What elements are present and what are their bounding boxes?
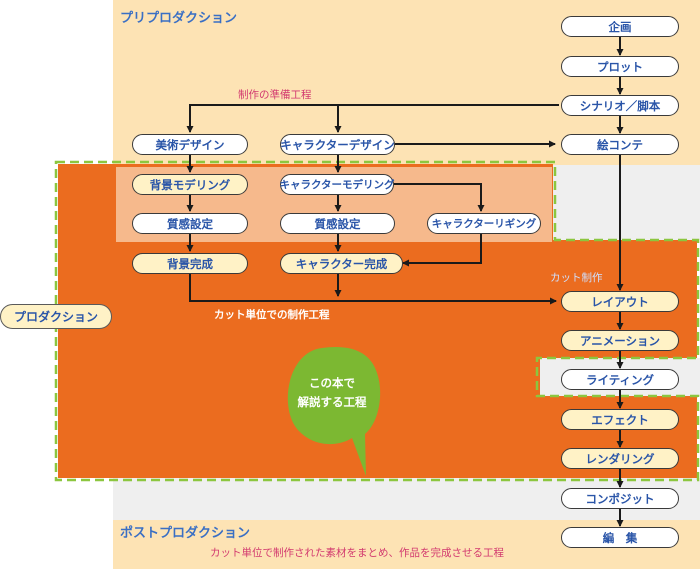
- note-prep: 制作の準備工程: [238, 89, 312, 101]
- node-scenario[interactable]: シナリオ／脚本: [561, 95, 679, 116]
- node-edit[interactable]: 編 集: [561, 527, 679, 548]
- node-animation[interactable]: アニメーション: [561, 330, 679, 351]
- node-kikaku[interactable]: 企画: [561, 16, 679, 37]
- phase-production-label: プロダクション: [0, 304, 112, 329]
- note-cut-work: カット制作: [550, 272, 603, 284]
- node-effect[interactable]: エフェクト: [561, 409, 679, 430]
- node-bg-done[interactable]: 背景完成: [132, 253, 248, 274]
- node-plot[interactable]: プロット: [561, 56, 679, 77]
- phase-postproduction-label: ポストプロダクション: [120, 526, 251, 541]
- note-cut-unit: カット単位での制作工程: [214, 309, 330, 321]
- node-material-bg[interactable]: 質感設定: [132, 213, 248, 234]
- node-rendering[interactable]: レンダリング: [561, 448, 679, 469]
- node-material-chara[interactable]: 質感設定: [280, 213, 395, 234]
- arrow-rigging-charadone: [402, 234, 482, 267]
- node-chara-modeling[interactable]: キャラクターモデリング: [279, 174, 395, 195]
- arrow-bgdone-layout: [189, 274, 557, 305]
- production-dashed-border: [54, 160, 700, 482]
- note-post-desc: カット単位で制作された素材をまとめ、作品を完成させる工程: [210, 547, 504, 559]
- phase-preproduction-label: プリプロダクション: [120, 11, 238, 26]
- callout-line-1: この本で: [309, 376, 355, 390]
- gray-band-top: [553, 165, 700, 240]
- node-bg-modeling[interactable]: 背景モデリング: [132, 174, 248, 195]
- callout-bubble: [287, 346, 381, 476]
- node-chara-done[interactable]: キャラクター完成: [280, 253, 403, 274]
- node-chara-design[interactable]: キャラクターデザイン: [280, 134, 395, 155]
- node-bijutsu-design[interactable]: 美術デザイン: [132, 134, 248, 155]
- node-composite[interactable]: コンポジット: [561, 488, 679, 509]
- production-region: [58, 164, 697, 478]
- node-layout[interactable]: レイアウト: [561, 291, 679, 312]
- arrow-charamodel-rigging: [394, 183, 485, 212]
- callout-text: この本で 解説する工程: [288, 374, 376, 412]
- node-rigging[interactable]: キャラクターリギング: [427, 213, 541, 234]
- node-lighting[interactable]: ライティング: [561, 369, 679, 390]
- callout-line-2: 解説する工程: [297, 395, 367, 409]
- node-ekonte[interactable]: 絵コンテ: [561, 134, 679, 155]
- arrow-scenario-bijutsu: [186, 104, 559, 133]
